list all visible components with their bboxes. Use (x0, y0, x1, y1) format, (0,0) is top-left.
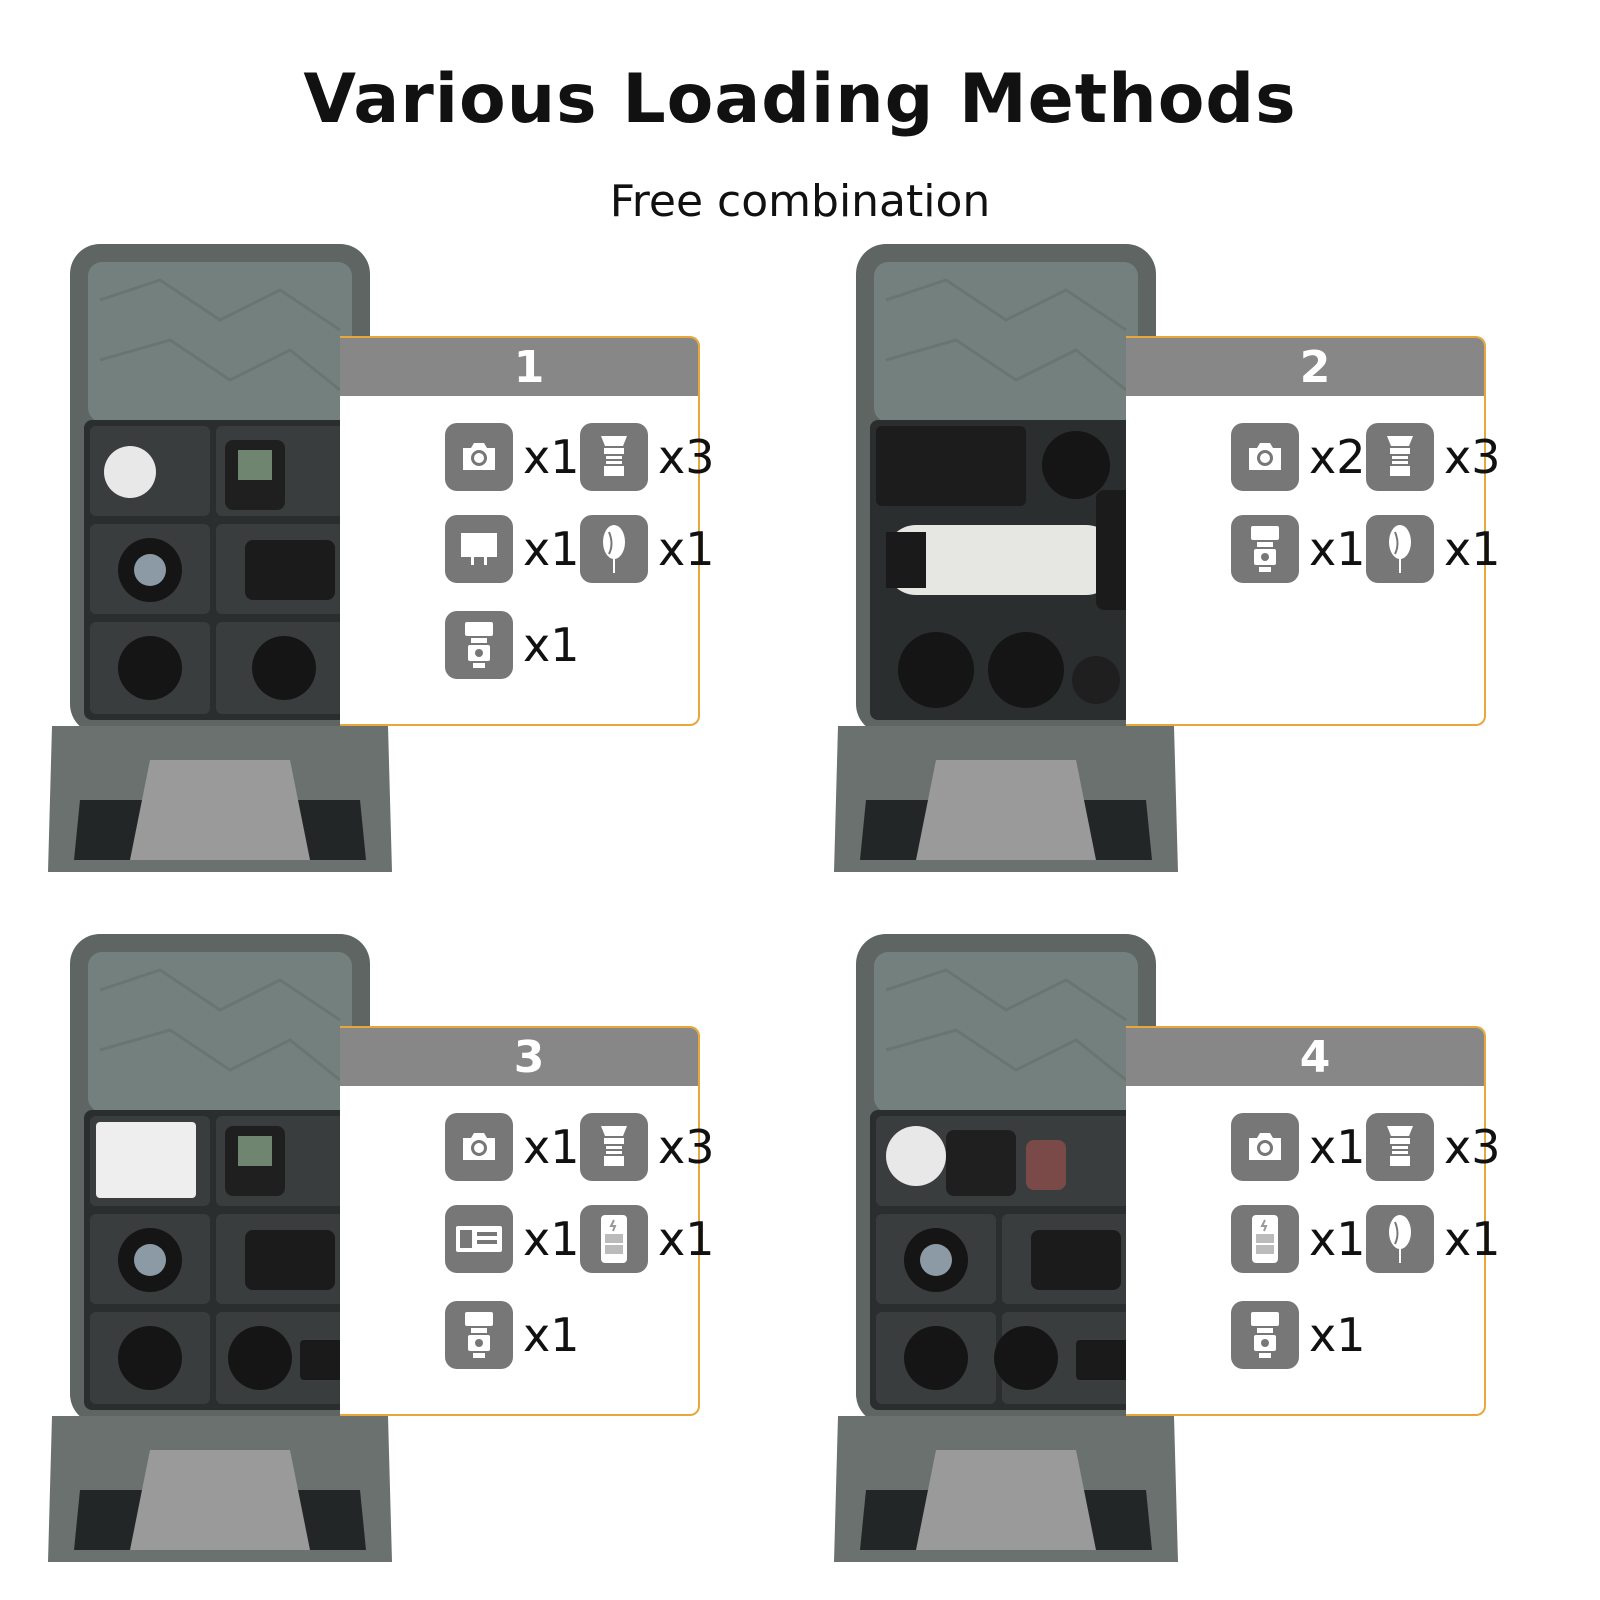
backpack-image (834, 244, 1178, 872)
item-quantity: x1 (1309, 1120, 1366, 1174)
gear-item: x3 (1366, 1112, 1501, 1182)
item-quantity: x1 (523, 430, 580, 484)
configuration-number: 4 (1126, 1028, 1484, 1086)
item-quantity: x1 (523, 1308, 580, 1362)
backpack-image (834, 934, 1178, 1562)
flash-icon (1231, 1301, 1299, 1369)
lens-icon (580, 423, 648, 491)
gear-item: x1 (445, 422, 580, 492)
item-quantity: x1 (1444, 522, 1501, 576)
configuration-number: 2 (1126, 338, 1484, 396)
item-quantity: x2 (1309, 430, 1366, 484)
gear-item: x1 (445, 1300, 580, 1370)
item-quantity: x1 (658, 522, 715, 576)
power-bank-icon (1231, 1205, 1299, 1273)
gear-item: x1 (1231, 1204, 1366, 1274)
item-quantity: x3 (1444, 430, 1501, 484)
configuration-2: 2 x2 x3 x1 x1 (826, 240, 1546, 900)
charger-icon (445, 515, 513, 583)
camera-icon (1231, 1113, 1299, 1181)
flash-icon (1231, 515, 1299, 583)
configuration-3: 3 x1 x3 x1 x1 x1 (40, 930, 760, 1590)
backpack-image (48, 934, 392, 1562)
backpack-image (48, 244, 392, 872)
loadout-panel: 3 x1 x3 x1 x1 x1 (340, 1026, 715, 1416)
lens-icon (1366, 1113, 1434, 1181)
blower-icon (1366, 515, 1434, 583)
gear-item: x1 (445, 1112, 580, 1182)
flash-icon (445, 611, 513, 679)
gear-item: x1 (1231, 1112, 1366, 1182)
gear-item: x1 (445, 1204, 580, 1274)
gear-item: x1 (445, 610, 580, 680)
item-quantity: x3 (1444, 1120, 1501, 1174)
configuration-1: 1 x1 x3 x1 x1 x1 (40, 240, 760, 900)
configuration-number: 3 (340, 1028, 698, 1086)
item-quantity: x1 (658, 1212, 715, 1266)
item-quantity: x1 (523, 618, 580, 672)
power-bank-icon (580, 1205, 648, 1273)
item-quantity: x3 (658, 1120, 715, 1174)
page-subtitle: Free combination (609, 176, 991, 227)
page-title: Various Loading Methods (303, 60, 1297, 139)
gear-item: x1 (1366, 1204, 1501, 1274)
gear-item: x2 (1231, 422, 1366, 492)
configuration-number: 1 (340, 338, 698, 396)
item-quantity: x1 (523, 522, 580, 576)
gear-item: x1 (445, 514, 580, 584)
gear-item: x3 (580, 422, 715, 492)
loadout-panel: 2 x2 x3 x1 x1 (1126, 336, 1501, 726)
camera-icon (445, 423, 513, 491)
gear-item: x1 (580, 1204, 715, 1274)
item-quantity: x1 (1309, 1308, 1366, 1362)
loadout-panel: 4 x1 x3 x1 x1 x1 (1126, 1026, 1501, 1416)
blower-icon (580, 515, 648, 583)
lens-icon (580, 1113, 648, 1181)
item-quantity: x1 (523, 1212, 580, 1266)
flash-icon (445, 1301, 513, 1369)
configuration-4: 4 x1 x3 x1 x1 x1 (826, 930, 1546, 1590)
item-quantity: x3 (658, 430, 715, 484)
gear-item: x3 (580, 1112, 715, 1182)
camera-icon (445, 1113, 513, 1181)
loadout-panel: 1 x1 x3 x1 x1 x1 (340, 336, 715, 726)
item-quantity: x1 (523, 1120, 580, 1174)
item-quantity: x1 (1309, 522, 1366, 576)
gear-item: x1 (1231, 514, 1366, 584)
item-quantity: x1 (1444, 1212, 1501, 1266)
gear-item: x3 (1366, 422, 1501, 492)
gear-item: x1 (1231, 1300, 1366, 1370)
blower-icon (1366, 1205, 1434, 1273)
lens-icon (1366, 423, 1434, 491)
camera-icon (1231, 423, 1299, 491)
battery-charger-icon (445, 1205, 513, 1273)
gear-item: x1 (1366, 514, 1501, 584)
gear-item: x1 (580, 514, 715, 584)
item-quantity: x1 (1309, 1212, 1366, 1266)
